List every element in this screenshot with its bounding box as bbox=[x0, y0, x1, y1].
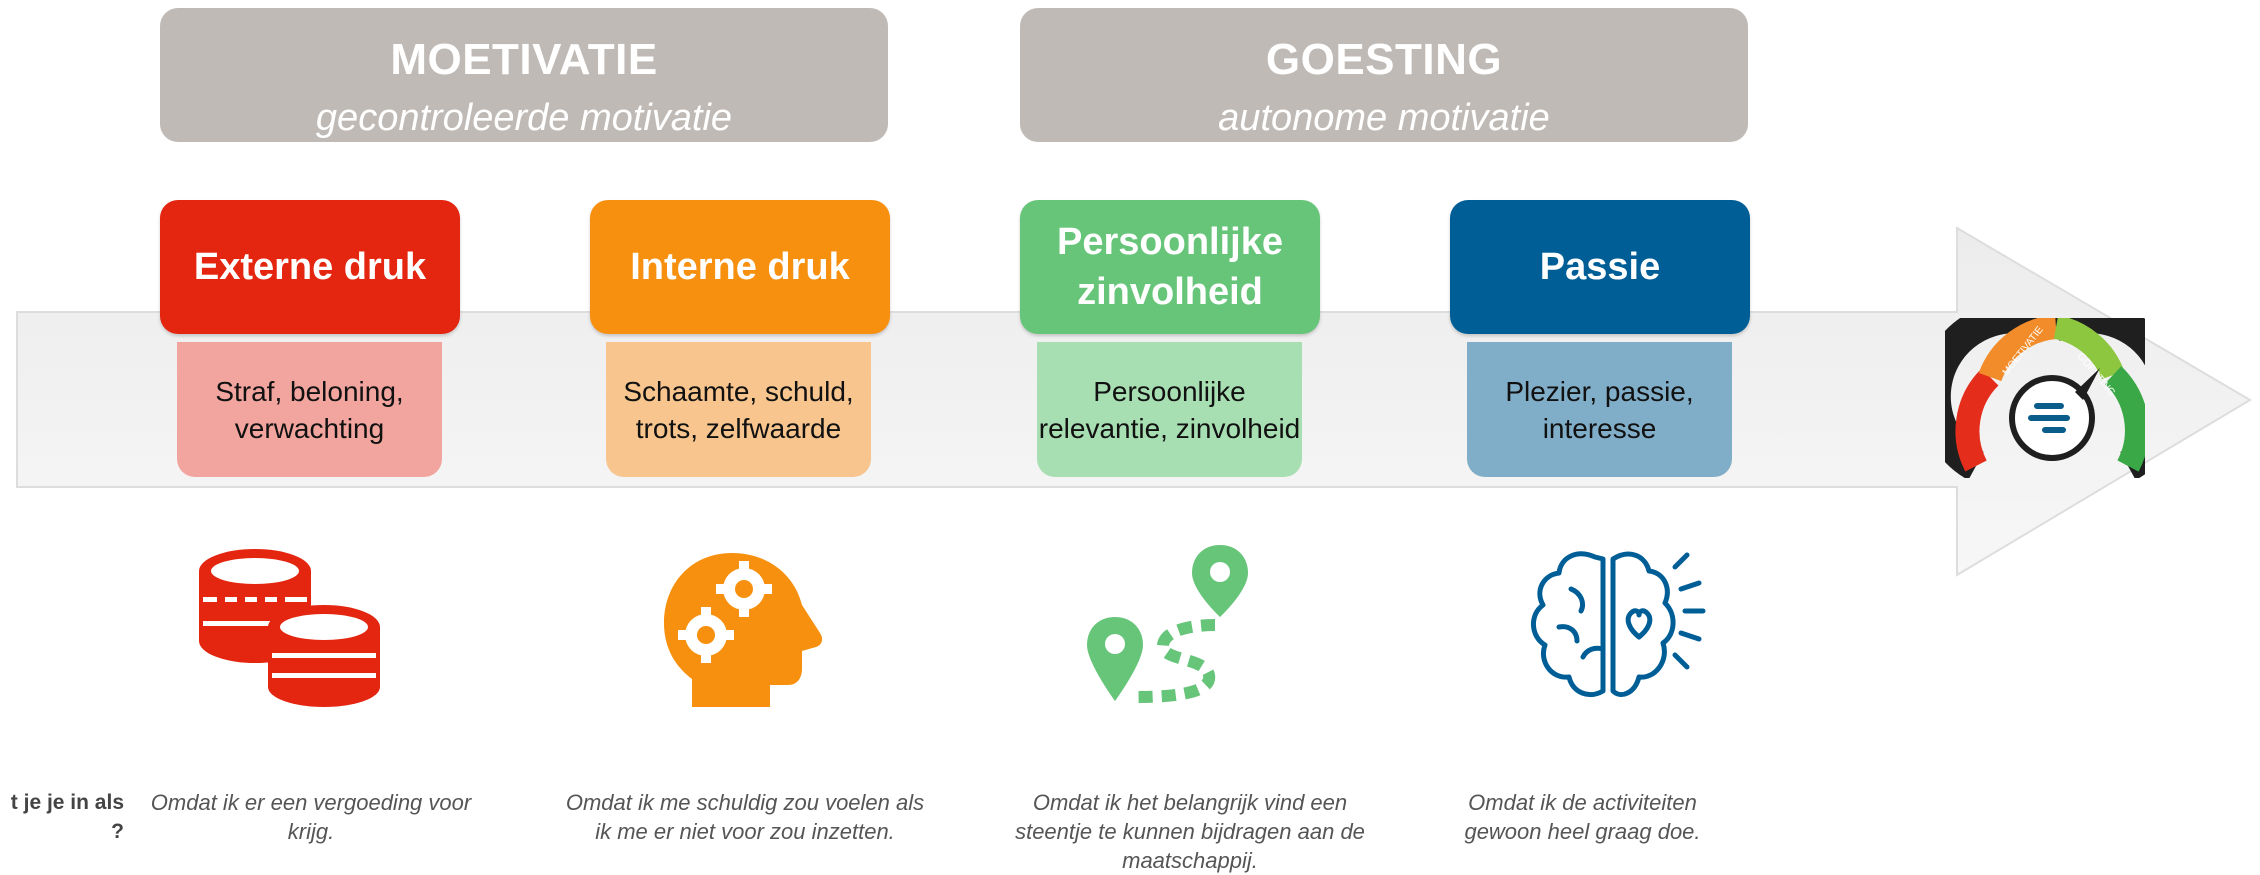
group-header-goesting: GOESTING autonome motivatie bbox=[1020, 8, 1748, 142]
head-gears-icon bbox=[664, 553, 823, 707]
group-subtitle: gecontroleerde motivatie bbox=[315, 97, 733, 139]
category-title: Passie bbox=[1539, 246, 1661, 288]
category-description: Straf, beloning, verwachting bbox=[177, 342, 442, 477]
category-head-interne-druk: Interne druk bbox=[590, 200, 890, 334]
category-title: Interne druk bbox=[630, 246, 850, 288]
quote-interne-druk: Omdat ik me schuldig zou voelen als ik m… bbox=[565, 790, 925, 844]
group-header-moetivatie: MOETIVATIE gecontroleerde motivatie bbox=[160, 8, 888, 142]
description-text: Schaamte, schuld, trots, zelfwaarde bbox=[623, 375, 854, 444]
route-pins-icon bbox=[1087, 545, 1248, 703]
category-title: Persoonlijke zinvolheid bbox=[1057, 221, 1283, 313]
category-title: Externe druk bbox=[193, 246, 427, 288]
category-description: Plezier, passie, interesse bbox=[1467, 342, 1732, 477]
category-description: Persoonlijke relevantie, zinvolheid bbox=[1037, 342, 1302, 477]
quote-persoonlijke-zinvolheid: Omdat ik het belangrijk vind een steentj… bbox=[1015, 790, 1365, 873]
gauge-icon: MOETIVATIE GOESTING bbox=[1945, 318, 2145, 478]
category-head-persoonlijke-zinvolheid: Persoonlijke zinvolheid bbox=[1020, 200, 1320, 334]
category-head-externe-druk: Externe druk bbox=[160, 200, 460, 334]
group-title: GOESTING bbox=[1265, 35, 1503, 84]
partial-quote-left: t je je in als ? bbox=[0, 788, 124, 846]
group-title: MOETIVATIE bbox=[390, 35, 658, 84]
group-subtitle: autonome motivatie bbox=[1218, 97, 1550, 139]
coins-icon bbox=[199, 549, 380, 707]
category-description: Schaamte, schuld, trots, zelfwaarde bbox=[606, 342, 871, 477]
partial-quote-line: ? bbox=[111, 820, 124, 843]
partial-quote-line: t je je in als bbox=[10, 791, 124, 814]
quote-passie: Omdat ik de activiteiten gewoon heel gra… bbox=[1464, 790, 1701, 844]
brain-heart-icon bbox=[1531, 551, 1706, 697]
category-head-passie: Passie bbox=[1450, 200, 1750, 334]
description-text: Persoonlijke relevantie, zinvolheid bbox=[1038, 375, 1301, 444]
description-text: Straf, beloning, verwachting bbox=[215, 375, 404, 444]
quote-externe-druk: Omdat ik er een vergoeding voor krijg. bbox=[150, 790, 472, 844]
description-text: Plezier, passie, interesse bbox=[1505, 375, 1694, 444]
